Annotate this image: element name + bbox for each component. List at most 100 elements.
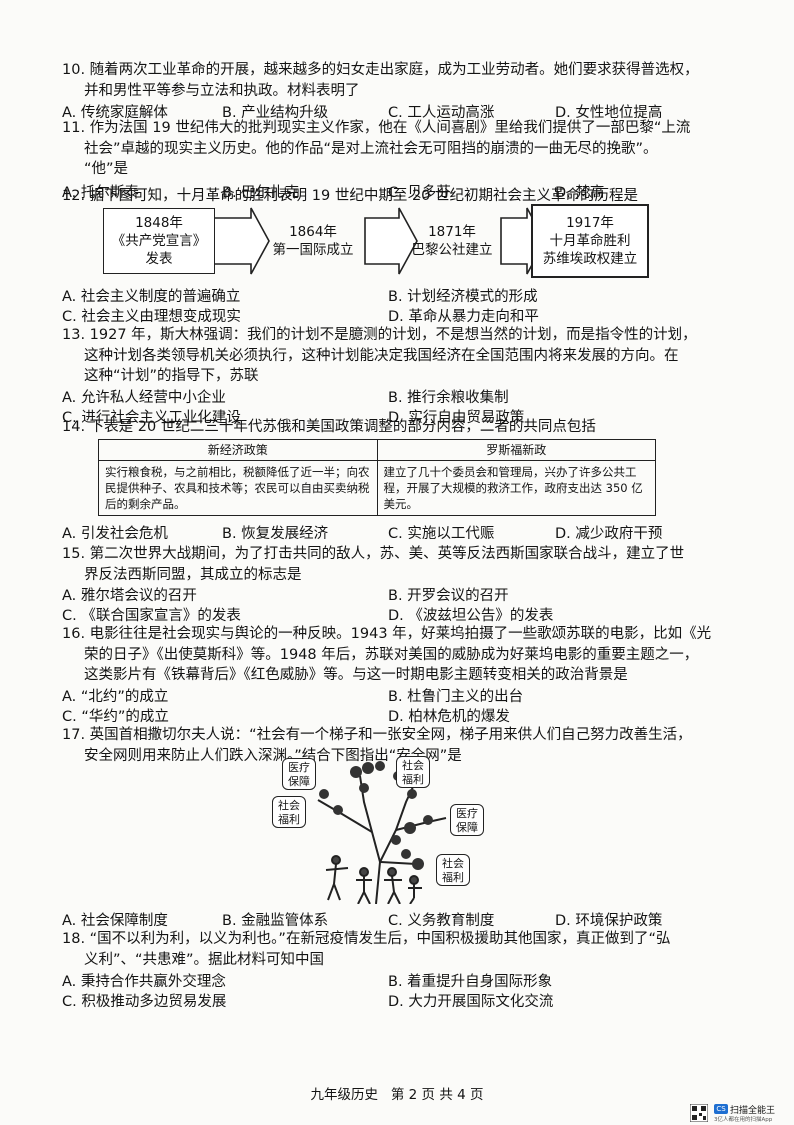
q16-option-a[interactable]: A. “北约”的成立 [62,689,169,705]
question-14: 14. 下表是 20 世纪二三十年代苏俄和美国政策调整的部分内容，二者的共同点包… [62,417,742,438]
tree-label-medical-2: 医疗 保障 [450,804,484,836]
question-17-options: A. 社会保障制度 B. 金融监管体系 C. 义务教育制度 D. 环境保护政策 [62,909,742,929]
tree-label-medical-2-line2: 保障 [456,821,478,834]
timeline-diagram: 1848年 《共产党宣言》 发表 1864年 第一国际成立 1871年 巴黎公社… [103,204,649,278]
q17-option-a[interactable]: A. 社会保障制度 [62,913,168,929]
question-10: 10. 随着两次工业革命的开展，越来越多的妇女走出家庭，成为工业劳动者。她们要求… [62,60,742,101]
table-row: 实行粮食税，与之前相比，税额降低了近一半；向农民提供种子、农具和技术等；农民可以… [98,460,656,516]
timeline-1848-year: 1848年 [135,215,183,231]
table-header-row: 新经济政策 罗斯福新政 [98,439,656,461]
q13-option-b[interactable]: B. 推行余粮收集制 [388,390,509,406]
q18-option-a[interactable]: A. 秉持合作共赢外交理念 [62,974,226,990]
q12-option-a[interactable]: A. 社会主义制度的普遍确立 [62,289,241,305]
question-11-line-1: 11. 作为法国 19 世纪伟大的批判现实主义作家，他在《人间喜剧》里给我们提供… [62,120,691,136]
table-header-new-deal: 罗斯福新政 [376,439,656,461]
timeline-1864-year: 1864年 [289,224,337,240]
tree-label-welfare-2-line1: 社会 [278,799,300,812]
question-18-line-1: 18. “国不以利为利，以义为利也。”在新冠疫情发生后，中国积极援助其他国家，真… [62,931,671,947]
q13-option-c[interactable]: C. 进行社会主义工业化建设 [62,410,241,426]
q10-option-c[interactable]: C. 工人运动高涨 [388,105,495,121]
question-15-options-row2: C. 《联合国家宣言》的发表 D. 《波兹坦公告》的发表 [62,604,742,624]
q10-option-a[interactable]: A. 传统家庭解体 [62,105,168,121]
q16-option-b[interactable]: B. 杜鲁门主义的出台 [388,689,524,705]
timeline-1864-event: 第一国际成立 [272,242,354,258]
tree-label-welfare-1-line1: 社会 [402,759,424,772]
timeline-1848-event-end: 发表 [145,251,173,267]
q18-option-b[interactable]: B. 着重提升自身国际形象 [388,974,553,990]
timeline-arrow-1 [212,207,270,275]
question-16-options-row2: C. “华约”的成立 D. 柏林危机的爆发 [62,705,742,725]
cs-logo-icon: CS [714,1104,728,1114]
q11-option-d[interactable]: D. 梵高 [555,185,605,201]
tree-label-medical-1: 医疗 保障 [282,758,316,790]
question-15-options-row1: A. 雅尔塔会议的召开 B. 开罗会议的召开 [62,584,742,604]
q13-option-a[interactable]: A. 允许私人经营中小企业 [62,390,226,406]
scanner-brand: 扫描全能王 [730,1106,776,1116]
table-cell-nep: 实行粮食税，与之前相比，税额降低了近一半；向农民提供种子、农具和技术等；农民可以… [98,460,378,516]
q14-option-b[interactable]: B. 恢复发展经济 [222,526,329,542]
q12-option-b[interactable]: B. 计划经济模式的形成 [388,289,538,305]
q15-option-b[interactable]: B. 开罗会议的召开 [388,588,509,604]
question-10-line-1: 10. 随着两次工业革命的开展，越来越多的妇女走出家庭，成为工业劳动者。她们要求… [62,62,699,78]
q11-option-c[interactable]: C. 贝多芬 [388,185,451,201]
tree-drawing [317,761,447,905]
tree-label-welfare-2-line2: 福利 [278,813,300,826]
question-18-options-row2: C. 积极推动多边贸易发展 D. 大力开展国际文化交流 [62,990,742,1010]
qr-code-icon [690,1104,708,1122]
q10-option-d[interactable]: D. 女性地位提高 [555,105,663,121]
tree-label-welfare-3-line2: 福利 [442,871,464,884]
timeline-box-1917: 1917年 十月革命胜利 苏维埃政权建立 [531,204,649,278]
question-11: 11. 作为法国 19 世纪伟大的批判现实主义作家，他在《人间喜剧》里给我们提供… [62,118,742,180]
q15-option-a[interactable]: A. 雅尔塔会议的召开 [62,588,197,604]
question-16-options-row1: A. “北约”的成立 B. 杜鲁门主义的出台 [62,685,742,705]
question-11-line-2: 社会”卓越的现实主义历史。他的作品“是对上流社会无可阻挡的崩溃的一曲无尽的挽歌”… [84,140,658,157]
question-17-line-1: 17. 英国首相撒切尔夫人说：“社会有一个梯子和一张安全网，梯子用来供人们自己努… [62,727,692,743]
q17-option-c[interactable]: C. 义务教育制度 [388,913,495,929]
q14-option-a[interactable]: A. 引发社会危机 [62,526,168,542]
q12-option-c[interactable]: C. 社会主义由理想变成现实 [62,309,241,325]
question-13-line-1: 13. 1927 年，斯大林强调：我们的计划不是臆测的计划，不是想当然的计划，而… [62,327,697,343]
policy-comparison-table: 新经济政策 罗斯福新政 实行粮食税，与之前相比，税额降低了近一半；向农民提供种子… [98,439,656,516]
timeline-1848-event: 《共产党宣言》 [111,233,207,249]
scanner-watermark: CS 扫描全能王 3亿人都在用的扫描App [690,1104,790,1124]
question-16-line-1: 16. 电影往往是社会现实与舆论的一种反映。1943 年，好莱坞拍摄了一些歌颂苏… [62,626,712,642]
q17-option-b[interactable]: B. 金融监管体系 [222,913,329,929]
q16-option-d[interactable]: D. 柏林危机的爆发 [388,709,510,725]
question-13-options-row1: A. 允许私人经营中小企业 B. 推行余粮收集制 [62,386,742,406]
q18-option-d[interactable]: D. 大力开展国际文化交流 [388,994,554,1010]
q18-option-c[interactable]: C. 积极推动多边贸易发展 [62,994,227,1010]
question-12-line-1: 12. 据下图可知，十月革命的胜利表明 19 世纪中期至 20 世纪初期社会主义… [62,188,639,204]
q15-option-d[interactable]: D. 《波兹坦公告》的发表 [388,608,554,624]
question-11-line-3: “他”是 [84,161,129,177]
tree-branch-far-right [395,817,447,831]
scanner-tagline: 3亿人都在用的扫描App [714,1117,773,1123]
question-12-options-row2: C. 社会主义由理想变成现实 D. 革命从暴力走向和平 [62,305,742,325]
q10-option-b[interactable]: B. 产业结构升级 [222,105,329,121]
tree-branch-left [317,799,373,833]
question-16-line-2: 荣的日子》《出使莫斯科》等。1948 年后，苏联对美国的威胁成为好莱坞电影的重要… [84,646,699,663]
question-14-line-1: 14. 下表是 20 世纪二三十年代苏俄和美国政策调整的部分内容，二者的共同点包… [62,419,596,435]
question-13-options-row2: C. 进行社会主义工业化建设 D. 实行自由贸易政策 [62,406,742,426]
question-17: 17. 英国首相撒切尔夫人说：“社会有一个梯子和一张安全网，梯子用来供人们自己努… [62,725,742,766]
question-13-line-3: 这种“计划”的指导下，苏联 [84,368,259,384]
q17-option-d[interactable]: D. 环境保护政策 [555,913,663,929]
question-16-line-3: 这类影片有《铁幕背后》《红色威胁》等。与这一时期电影主题转变相关的政治背景是 [84,667,628,683]
timeline-1871-year: 1871年 [428,224,476,240]
q15-option-c[interactable]: C. 《联合国家宣言》的发表 [62,608,241,624]
tree-label-welfare-3: 社会 福利 [436,854,470,886]
question-11-options: A. 托尔斯泰 B. 巴尔扎克 C. 贝多芬 D. 梵高 [62,181,742,201]
q14-option-d[interactable]: D. 减少政府干预 [555,526,663,542]
q14-option-c[interactable]: C. 实施以工代赈 [388,526,495,542]
question-12: 12. 据下图可知，十月革命的胜利表明 19 世纪中期至 20 世纪初期社会主义… [62,186,742,207]
q12-option-d[interactable]: D. 革命从暴力走向和平 [388,309,539,325]
timeline-1871-event: 巴黎公社建立 [411,242,493,258]
question-18: 18. “国不以利为利，以义为利也。”在新冠疫情发生后，中国积极援助其他国家，真… [62,929,742,970]
q11-option-b[interactable]: B. 巴尔扎克 [222,185,300,201]
q11-option-a[interactable]: A. 托尔斯泰 [62,185,139,201]
question-12-options-row1: A. 社会主义制度的普遍确立 B. 计划经济模式的形成 [62,285,742,305]
timeline-1917-year: 1917年 [566,215,614,231]
timeline-box-1871: 1871年 巴黎公社建立 [403,218,501,264]
q16-option-c[interactable]: C. “华约”的成立 [62,709,169,725]
q13-option-d[interactable]: D. 实行自由贸易政策 [388,410,525,426]
question-17-line-2: 安全网则用来防止人们跌入深渊。”结合下图指出“安全网”是 [84,747,462,764]
